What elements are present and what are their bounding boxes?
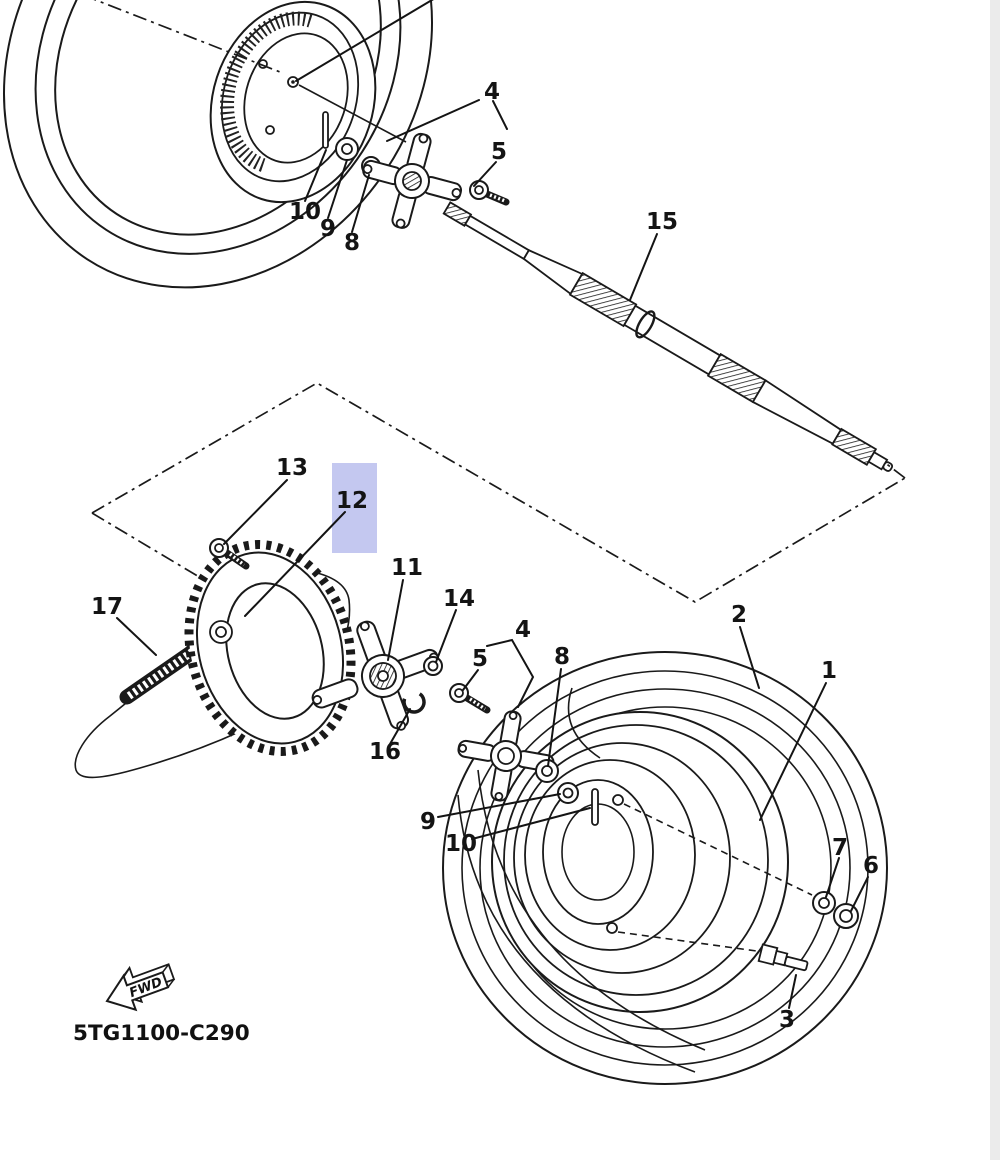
hub-stud-hole — [418, 133, 429, 144]
callout-12[interactable]: 12 — [336, 488, 368, 514]
cotter-pin — [322, 111, 329, 149]
callout-10[interactable]: 10 — [445, 831, 477, 857]
axis-centerline — [93, 0, 281, 73]
lock-nut-bore — [427, 660, 439, 672]
callout-17[interactable]: 17 — [91, 594, 123, 620]
rim-leader-line — [295, 0, 434, 82]
axle-shaft-mid — [623, 304, 722, 376]
valve-alignment-dash — [617, 931, 765, 953]
cotter-pin — [591, 788, 599, 826]
tread-block-edge — [477, 769, 706, 1051]
wheel-fasteners — [757, 891, 859, 972]
tire-tread-arc — [461, 670, 869, 1066]
sprocket-hub-bore-inner — [215, 626, 227, 638]
page-edge-strip — [990, 0, 1000, 1160]
fwd-arrow-edge — [167, 978, 175, 988]
tire-cut-face — [567, 687, 601, 759]
callout-16[interactable]: 16 — [369, 739, 401, 765]
callout-15[interactable]: 15 — [646, 209, 678, 235]
rim-center-dot — [291, 80, 295, 84]
callout-10[interactable]: 10 — [289, 199, 321, 225]
fwd-arrow: FWD — [105, 963, 176, 1012]
hub-bolt-thread — [469, 697, 486, 711]
hub-bolt-head-mark — [454, 688, 464, 698]
hub-bore — [497, 747, 515, 765]
callout-9[interactable]: 9 — [420, 809, 436, 835]
highlight-box[interactable] — [332, 463, 377, 553]
sprocket-opening — [225, 582, 325, 720]
callout-3[interactable]: 3 — [779, 1007, 795, 1033]
callout-8[interactable]: 8 — [554, 644, 570, 670]
valve-cap — [783, 956, 809, 972]
axle-nut-bore — [562, 787, 574, 799]
drawing-code: 5TG1100-C290 — [73, 1021, 250, 1046]
hub-stud-hole — [359, 621, 370, 632]
callout-4[interactable]: 4 — [484, 79, 500, 105]
tire-valve — [757, 943, 809, 972]
fwd-arrow-edge — [161, 963, 170, 973]
tire-tread-arc — [34, 0, 402, 255]
fwd-arrow-face — [105, 971, 170, 1012]
axle-spline-band — [568, 271, 638, 328]
axle-collar-ring — [635, 310, 656, 339]
leader-lines — [116, 99, 869, 1009]
hub-mount-face — [542, 779, 654, 925]
axle-tip — [882, 461, 894, 472]
hub-bolt-thread — [489, 193, 506, 203]
callout-1[interactable]: 1 — [821, 658, 837, 684]
callout-11[interactable]: 11 — [391, 555, 423, 581]
valve-hole — [606, 922, 618, 934]
hub-stud-hole — [362, 164, 373, 174]
rim-bolt-hole — [265, 125, 275, 135]
hub-bolt-head-mark — [474, 185, 484, 195]
callout-13[interactable]: 13 — [276, 455, 308, 481]
washer-bore — [541, 765, 553, 777]
hub-stud-hole — [458, 743, 468, 753]
wheel-hub-lower — [457, 710, 555, 802]
callout-5[interactable]: 5 — [491, 139, 507, 165]
axle-nut-bore — [341, 143, 353, 155]
middle-hub-assembly — [311, 620, 599, 826]
assembly-plane-outline — [91, 382, 906, 603]
callout-6[interactable]: 6 — [863, 853, 879, 879]
upper-hub-parts — [322, 111, 510, 229]
callout-2[interactable]: 2 — [731, 602, 747, 628]
sprocket-bolt-head-mark — [214, 543, 224, 553]
alignment-line — [298, 84, 407, 143]
callout-4[interactable]: 4 — [515, 617, 531, 643]
sprocket-assembly — [74, 538, 356, 779]
axle-taper — [751, 379, 843, 445]
hub-center — [377, 670, 389, 682]
rear-wheel-hub — [311, 620, 440, 731]
callout-5[interactable]: 5 — [472, 646, 488, 672]
flange-nut-bore — [818, 897, 830, 909]
hub-stud-hole — [508, 711, 518, 721]
hub-stud-hole — [494, 791, 504, 801]
callout-9[interactable]: 9 — [320, 216, 336, 242]
rim-barrel-hatch — [220, 11, 313, 172]
hub-stud-hole — [395, 218, 406, 229]
fwd-arrow-edge — [122, 967, 131, 977]
tire-tread-arc — [479, 688, 851, 1048]
sprocket-bolt-thread — [228, 552, 246, 567]
rear-axle-shaft — [442, 201, 894, 472]
callout-14[interactable]: 14 — [443, 586, 475, 612]
nut-alignment-dash — [623, 803, 813, 896]
callout-7[interactable]: 7 — [832, 835, 848, 861]
rim-mount-hole — [612, 794, 624, 806]
callout-8[interactable]: 8 — [344, 230, 360, 256]
hub-stud-hole — [451, 188, 462, 198]
hub-spline-bore — [402, 171, 422, 191]
hub-stud-hole — [312, 695, 323, 705]
axle-taper — [522, 249, 584, 296]
wheel-nut-bore — [839, 909, 853, 923]
wheel-hub-upper — [362, 132, 463, 229]
axle-shaft-thin — [463, 214, 531, 261]
tread-block-edge — [457, 794, 696, 1073]
